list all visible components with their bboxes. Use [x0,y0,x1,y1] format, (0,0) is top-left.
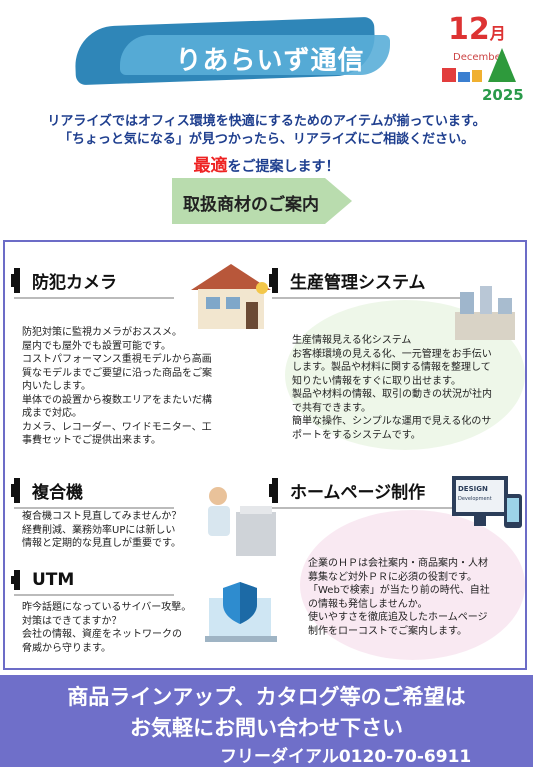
products-box [3,240,527,670]
homepage-text-line: 募集など対外ＰＲに必須の役割です。 [308,571,477,583]
christmas-tree-icon [488,48,516,82]
intro-line-3: 最適をご提案します！ [0,151,533,176]
camera-title: 防犯カメラ [14,268,194,293]
camera-heading: 防犯カメラ [14,268,194,299]
section-banner-label: 取扱商材のご案内 [183,195,319,215]
intro-line-3-rest: をご提案します！ [227,159,340,175]
utm-text-line: 昨今話題になっているサイバー攻撃。 [22,602,192,613]
homepage-title: ホームページ制作 [272,478,462,503]
homepage-heading: ホームページ制作 [272,478,462,509]
production-text-line: お客様環境の見える化、一元管理をお手伝い [292,348,492,360]
production-text: 生産情報見える化システム お客様環境の見える化、一元管理をお手伝い します。製品… [292,334,522,442]
divider [14,297,174,299]
footer-banner [0,675,533,767]
divider [272,297,462,299]
intro-line-1: リアライズではオフィス環境を快適にするためのアイテムが揃っています。 [47,114,486,129]
production-text-line: 生産情報見える化システム [292,335,412,346]
newsletter-title: りあらいず通信 [175,46,365,76]
production-title: 生産管理システム [272,268,472,293]
production-text-line: します。製品や材料に関する情報を整理して [292,362,491,373]
month-english: December [453,52,505,63]
copier-text-line: 経費削減、業務効率UPには新しい [22,524,176,536]
copier-illustration [200,482,278,562]
month-kanji: 月 [489,24,506,43]
camera-text-line: 成まで対応。 [22,408,82,419]
homepage-text-line: 企業のＨＰは会社案内・商品案内・人材 [308,558,488,569]
divider [14,507,174,509]
utm-text-line: 脅威から守ります。 [22,642,111,654]
camera-text-line: コストパフォーマンス重視モデルから高画 [22,354,212,365]
camera-text-line: 防犯対策に監視カメラがおススメ。 [22,327,182,338]
divider [272,507,452,509]
website-illustration: DESIGN Development [450,470,525,540]
production-heading: 生産管理システム [272,268,472,299]
camera-text-line: 内いたします。 [22,381,91,392]
production-text-line: 製品や材料の情報、取引の動きの状況が社内 [292,389,492,400]
factory-illustration [450,282,520,342]
title-banner-front [120,35,390,75]
design-label: DESIGN [458,485,488,493]
homepage-text-line: の情報も発信しませんか。 [308,598,428,610]
utm-text-line: 対策はできてますか？ [22,615,122,627]
copier-text: 複合機コスト見直してみませんか？ 経費削減、業務効率UPには新しい 情報と定期的… [22,510,222,551]
utm-text: 昨今話題になっているサイバー攻撃。 対策はできてますか？ 会社の情報、資産をネッ… [22,601,212,655]
utm-heading: UTM [14,570,194,596]
copier-heading: 複合機 [14,478,194,509]
homepage-text-line: 「Webで検索」が当たり前の時代、自社 [308,585,490,596]
camera-text-line: 単体での設置から複数エリアをまたいだ構 [22,394,212,406]
utm-title: UTM [14,570,194,590]
utm-text-line: 会社の情報、資産をネットワークの [22,629,182,640]
gift-icon [472,70,482,82]
camera-text-line: 質なモデルまでご要望に沿った商品をご案 [22,367,212,379]
production-text-line: で共有できます。 [292,402,371,414]
house-illustration [186,262,276,332]
footer-line-1: 商品ラインアップ、カタログ等のご希望は [67,685,466,709]
year-label: 2025 [482,86,524,104]
freedial-number[interactable]: フリーダイアル0120-70-6911 [220,747,472,767]
bg-blob [300,510,525,660]
camera-text-line: カメラ、レコーダー、ワイドモニター、工 [22,421,212,433]
divider [14,594,174,596]
production-text-line: 簡単な操作、シンプルな運用で見える化のサ [292,416,492,427]
intro-line-2: 「ちょっと気になる」が見つかったら、リアライズにご相談ください。 [58,132,475,147]
footer-line-2: お気軽にお問い合わせ下さい [130,716,403,740]
camera-text-line: 屋内でも屋外でも設置可能です。 [22,340,171,352]
camera-text: 防犯対策に監視カメラがおススメ。 屋内でも屋外でも設置可能です。 コストパフォー… [22,326,242,448]
homepage-text: 企業のＨＰは会社案内・商品案内・人材 募集など対外ＰＲに必須の役割です。 「We… [308,557,528,638]
copier-text-line: 情報と定期的な見直しが重要です。 [22,538,181,549]
shield-laptop-illustration [205,578,280,648]
intro-highlight: 最適 [193,156,228,176]
gift-icon [458,72,470,82]
month-number: 12 [448,12,490,47]
production-text-line: ポートをするシステムです。 [292,429,421,441]
production-text-line: 知りたい情報をすぐに取り出せます。 [292,375,461,387]
gift-icon [442,68,456,82]
homepage-text-line: 制作をローコストでご案内します。 [308,625,467,637]
month-badge: 12月 [448,12,506,47]
camera-text-line: 事費セットでご提供出来ます。 [22,435,161,446]
development-label: Development [458,496,492,502]
homepage-text-line: 使いやすさを徹底追及したホームページ [308,612,488,623]
copier-text-line: 複合機コスト見直してみませんか？ [22,511,182,522]
copier-title: 複合機 [14,478,194,503]
section-arrow-banner [172,178,352,224]
